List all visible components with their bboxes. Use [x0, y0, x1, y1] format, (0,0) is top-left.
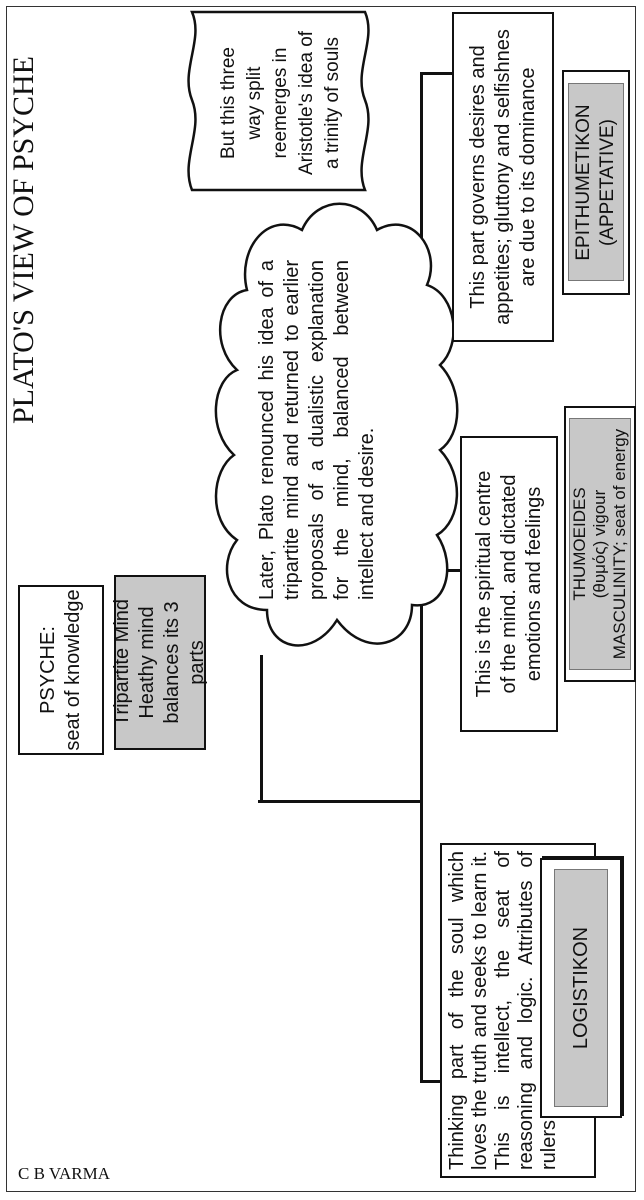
- scroll-shape: [187, 10, 370, 192]
- connector-logistikon-drop: [420, 1080, 442, 1083]
- psyche-box: PSYCHE: seat of knowledge: [18, 585, 104, 755]
- thumoeides-label-line-1: THUMOEIDES: [570, 487, 589, 601]
- epithumetikon-description-box: This part governs desires and appetites;…: [452, 12, 554, 342]
- connector-epithumetikon-drop: [420, 72, 452, 75]
- tripartite-title: Tripartite Mind: [111, 598, 133, 727]
- epithumetikon-label-box: EPITHUMETIKON (APPETATIVE): [562, 70, 630, 295]
- author-credit-text: C B VARMA: [18, 1164, 110, 1183]
- connector-psyche-stem: [258, 800, 423, 803]
- scroll-line-1: But this three: [217, 47, 239, 159]
- connector-psyche-to-cloud: [260, 655, 263, 803]
- epithumetikon-line-2: appetites; gluttony and selfishnes: [491, 29, 514, 325]
- psyche-title: PSYCHE:: [37, 626, 59, 714]
- diagram-title: PLATO'S VIEW OF PSYCHE: [7, 56, 40, 424]
- tripartite-line3: parts: [186, 640, 208, 685]
- logistikon-label: LOGISTIKON: [554, 869, 608, 1107]
- thumoeides-label-line-3: MASCULINITY; seat of energy: [610, 428, 629, 660]
- logistikon-label-box: LOGISTIKON: [540, 858, 622, 1118]
- cloud-shape: [214, 202, 459, 647]
- epithumetikon-label: EPITHUMETIKON (APPETATIVE): [568, 83, 624, 282]
- thumoeides-line-3: emotions and feelings: [522, 486, 545, 682]
- cloud-text: Later, Plato renounced his idea of a tri…: [256, 260, 378, 600]
- thumoeides-line-2: of the mind. and dictated: [497, 474, 520, 694]
- thumoeides-line-1: This is the spiritual centre: [472, 470, 495, 698]
- thumoeides-description-box: This is the spiritual centre of the mind…: [460, 436, 558, 732]
- epithumetikon-label-line-2: (APPETATIVE): [597, 118, 618, 247]
- scroll-line-2: way split: [243, 66, 265, 140]
- scroll-line-5: a trinity of souls: [321, 37, 343, 169]
- tripartite-line2: Heathy mind balances its 3: [136, 601, 183, 724]
- psyche-subtitle: seat of knowledge: [62, 589, 84, 751]
- thumoeides-label-box: THUMOEIDES (θυμός) vigour MASCULINITY; s…: [564, 406, 636, 682]
- scroll-line-4: Aristotle's idea of: [295, 30, 317, 176]
- thumoeides-label: THUMOEIDES (θυμός) vigour MASCULINITY; s…: [569, 418, 631, 670]
- scroll-line-3: reemerges in: [269, 47, 291, 159]
- tripartite-box: Tripartite Mind Heathy mind balances its…: [111, 575, 208, 750]
- epithumetikon-line-1: This part governs desires and: [466, 45, 489, 309]
- thumoeides-label-line-2: (θυμός) vigour: [590, 489, 609, 599]
- scroll-text: But this three way split reemerges in Ar…: [198, 18, 363, 188]
- epithumetikon-label-line-1: EPITHUMETIKON: [573, 104, 594, 261]
- epithumetikon-line-3: are due to its dominance: [516, 67, 539, 287]
